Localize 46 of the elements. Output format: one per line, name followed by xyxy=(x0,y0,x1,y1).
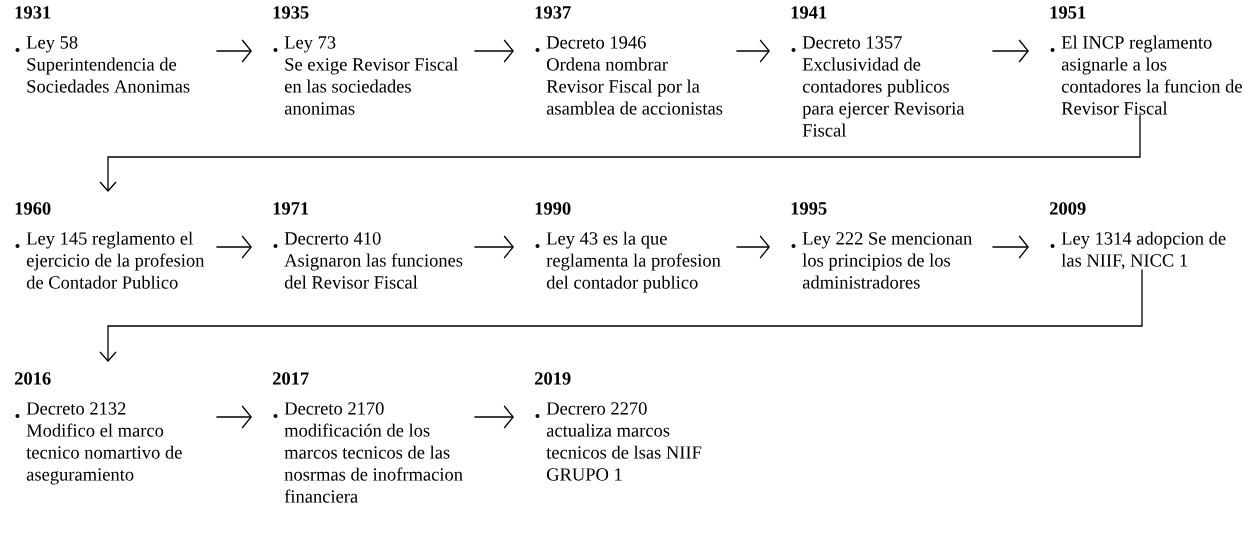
event-text: modificación de los marcos tecnicos de las nosrmas de inofrmacion financiera xyxy=(284,423,463,503)
year-heading: 2017 xyxy=(273,372,309,385)
year-heading: 1960 xyxy=(15,202,51,215)
event-text: Se exige Revisor Fiscal en las sociedades anonimas xyxy=(284,57,459,115)
arrow xyxy=(473,235,514,259)
year-heading: 1971 xyxy=(273,202,309,215)
arrow xyxy=(473,39,514,63)
event-text: Ley 222 Se mencionan los principios de los administradores xyxy=(802,232,972,289)
event-text: Asignaron las funciones del Revisor Fiscal xyxy=(284,253,463,289)
event-text: Decreto 2132 xyxy=(26,402,126,415)
year-heading: 1935 xyxy=(273,6,309,19)
event-text: Ley 1314 adopcion de las NIIF, NICC 1 xyxy=(1061,231,1226,270)
year-heading: 2009 xyxy=(1050,202,1086,215)
event-text: Decreto 1946 xyxy=(546,36,646,49)
connector-arrow xyxy=(99,114,1141,192)
year-heading: 1951 xyxy=(1050,6,1086,19)
year-heading: 2016 xyxy=(15,372,51,385)
arrow xyxy=(991,39,1029,63)
connector-arrow xyxy=(99,268,1143,362)
event-text: Decreto 1357 xyxy=(802,36,902,49)
event-text: Decrero 2270 xyxy=(546,402,647,415)
arrow xyxy=(735,235,770,259)
arrow xyxy=(215,39,252,63)
event-text: Ley 58 xyxy=(26,36,78,53)
event-text: Modifico el marco tecnico nomartivo de aseguramiento xyxy=(26,423,182,485)
year-heading: 1941 xyxy=(791,6,827,19)
event-text: Ley 145 reglamento el ejercicio de la profesion de Contador Publico xyxy=(26,231,205,289)
year-heading: 2019 xyxy=(535,372,571,385)
year-heading: 1931 xyxy=(15,6,51,19)
event-text: Superintendencia de Sociedades Anonimas xyxy=(27,57,190,93)
year-heading: 1990 xyxy=(535,202,571,215)
event-text: Exclusividad de contadores publicos para ejercer Revisoria Fiscal xyxy=(802,57,965,137)
event-text: Decreto 2170 xyxy=(284,402,384,415)
arrow xyxy=(991,235,1029,259)
event-text: Ley 43 es la que reglamenta la profesion del contador publico xyxy=(546,231,721,293)
year-heading: 1937 xyxy=(535,6,571,19)
event-text: actualiza marcos tecnicos de lsas NIIF GRUPO 1 xyxy=(546,423,702,481)
event-text: Ley 73 xyxy=(284,36,336,53)
event-text: Decrerto 410 xyxy=(284,232,381,245)
arrow xyxy=(215,235,252,259)
event-text: Ordena nombrar Revisor Fiscal por la asamblea de accionistas xyxy=(546,57,723,115)
event-text: El INCP reglamento asignarle a los contadores la funcion de Revisor Fiscal xyxy=(1061,35,1242,115)
arrow xyxy=(735,39,770,63)
year-heading: 1995 xyxy=(791,202,827,215)
arrow xyxy=(215,405,252,429)
arrow xyxy=(473,405,514,429)
